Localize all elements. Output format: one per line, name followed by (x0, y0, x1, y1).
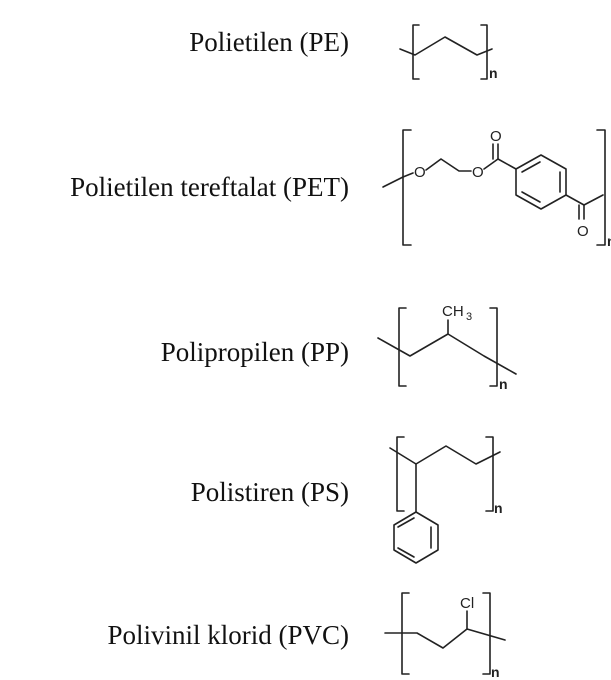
polymer-name-pvc: Polivinil klorid (PVC) (107, 620, 349, 650)
pet-atom-o1: O (414, 164, 426, 181)
pvc-substituent: Cl (460, 595, 474, 612)
ps-right-bracket (485, 436, 494, 512)
structure-pp: CH 3 n (377, 303, 517, 392)
pe-left-bracket (412, 24, 420, 80)
polymer-name-ps: Polistiren (PS) (190, 477, 349, 507)
pp-substituent: CH (442, 303, 464, 320)
pvc-repeat-n: n (491, 664, 500, 680)
structure-pvc: Cl n (384, 592, 506, 680)
pet-right-bracket (596, 129, 606, 246)
pp-right-bracket (489, 307, 498, 387)
pet-atom-o2: O (472, 164, 484, 181)
pe-repeat-n: n (489, 65, 498, 81)
structure-pet: O O O O n (382, 128, 611, 249)
pp-substituent-sub: 3 (466, 311, 472, 323)
structure-pe: n (399, 24, 498, 81)
polymer-name-pp: Polipropilen (PP) (160, 337, 349, 367)
pet-atom-o4: O (577, 223, 589, 240)
pvc-right-bracket (482, 592, 491, 675)
polymer-name-pet: Polietilen tereftalat (PET) (70, 172, 349, 202)
pe-backbone (399, 36, 493, 56)
polymer-name-pe: Polietilen (PE) (189, 27, 349, 57)
pe-right-bracket (480, 24, 488, 80)
pet-repeat-n: n (607, 233, 611, 249)
pet-atom-o3: O (490, 128, 502, 145)
pvc-backbone (384, 628, 506, 649)
structure-ps: n (389, 436, 503, 564)
ps-benzene-ring (393, 511, 439, 564)
pet-benzene-ring (515, 154, 567, 210)
pp-left-bracket (398, 307, 407, 387)
pp-repeat-n: n (499, 376, 508, 392)
pet-left-bracket (402, 129, 412, 246)
ps-repeat-n: n (494, 500, 503, 516)
ps-left-bracket (396, 436, 405, 512)
ps-backbone (389, 445, 501, 465)
